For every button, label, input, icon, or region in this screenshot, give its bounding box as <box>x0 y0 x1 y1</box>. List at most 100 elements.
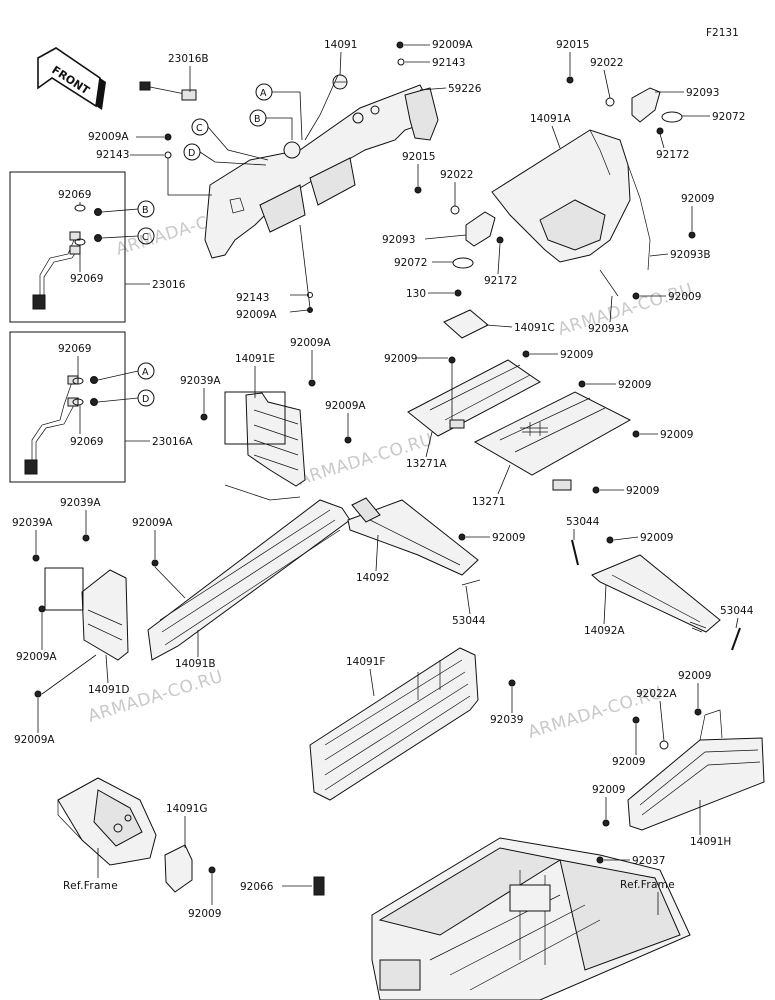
part-label: 92039 <box>490 714 523 726</box>
part-label: 92069 <box>58 189 91 201</box>
ref-frame-label: Ref.Frame <box>63 880 118 892</box>
part-label: 14092 <box>356 572 389 584</box>
part-label: 14091A <box>530 113 571 125</box>
part-label: 92037 <box>632 855 665 867</box>
part-label: 92039A <box>60 497 101 509</box>
part-label: 14091G <box>166 803 208 815</box>
callout-letter: B <box>254 114 261 125</box>
ref-frame-label: Ref.Frame <box>620 879 675 891</box>
bracket-mid-right: 92015 92022 92093 92072 92172 <box>382 151 517 287</box>
harness-box-23016: 92069 92069 B C <box>9 171 155 323</box>
cover-14091c: 130 14091C <box>406 288 555 339</box>
part-label: 14091F <box>346 656 385 668</box>
part-label: 92093B <box>670 249 711 261</box>
callout-letter: A <box>260 88 267 99</box>
part-label: 92172 <box>484 275 517 287</box>
part-label: 92015 <box>556 39 589 51</box>
plate-14092a: 53044 92009 14092A 53044 <box>566 516 754 651</box>
harness-box-23016a: 92069 92069 A D <box>9 331 155 483</box>
part-label: 53044 <box>720 605 754 617</box>
callout-letter: C <box>196 123 203 134</box>
dash-panel-14091 <box>204 74 439 259</box>
part-label: 92172 <box>656 149 689 161</box>
part-label: 92009 <box>492 532 525 544</box>
part-label: 92009A <box>16 651 57 663</box>
callout-a: A <box>255 83 303 141</box>
part-label: 92009A <box>290 337 331 349</box>
part-label: 92022 <box>440 169 473 181</box>
part-label: 92069 <box>58 343 91 355</box>
part-label: 92009A <box>14 734 55 746</box>
part-label: 14091C <box>514 322 555 334</box>
part-label: 92022A <box>636 688 677 700</box>
callout-letter: D <box>188 148 195 159</box>
part-label: 92143 <box>236 292 269 304</box>
part-label: 53044 <box>566 516 600 528</box>
callout-c: C <box>191 118 269 161</box>
rail-14091h: 92009 92022A 92009 92009 14091H <box>592 670 765 848</box>
part-label: 92009 <box>560 349 593 361</box>
floor-panel-13271a: 92009 92009 13271A <box>384 349 593 470</box>
part-label: 92009 <box>640 532 673 544</box>
rail-14091b: 92009A 14091B <box>132 499 351 670</box>
part-label: 53044 <box>452 615 486 627</box>
part-label: 92009 <box>678 670 711 682</box>
callout-letter: B <box>142 205 149 216</box>
callout-b: B <box>249 109 293 140</box>
part-label: 92015 <box>402 151 435 163</box>
part-label: 23016 <box>152 279 186 291</box>
figure-code: F2131 <box>706 27 739 39</box>
part-label: 92009 <box>660 429 693 441</box>
bracket-upper-right: 92015 92022 92093 92072 92172 <box>556 39 745 161</box>
part-label: 92039A <box>12 517 53 529</box>
callout-letter: D <box>142 394 149 405</box>
part-label: 92093A <box>588 323 629 335</box>
part-label: 14091H <box>690 836 731 848</box>
callout-d: D <box>183 143 267 166</box>
part-label: 23016A <box>152 436 193 448</box>
part-label: 92009A <box>432 39 473 51</box>
part-label: 92009A <box>236 309 277 321</box>
part-label: 92039A <box>180 375 221 387</box>
part-label: 14091E <box>235 353 275 365</box>
part-label: 92022 <box>590 57 623 69</box>
part-label: 92072 <box>712 111 745 123</box>
part-label: 14092A <box>584 625 625 637</box>
part-label: 14091D <box>88 684 130 696</box>
frame-section-left: Ref.Frame <box>57 777 157 892</box>
part-label: 92069 <box>70 436 103 448</box>
part-label: 59226 <box>448 83 482 95</box>
part-label: 92143 <box>432 57 465 69</box>
frame-main: 92037 92066 Ref.Frame <box>240 837 691 1000</box>
rail-14091f: 14091F 92039 <box>309 647 523 801</box>
glove-box-14091a: 14091A <box>491 113 651 297</box>
part-label: 92009 <box>612 756 645 768</box>
part-label: 92009 <box>592 784 625 796</box>
watermark: ARMADA-CO.RU <box>86 667 226 727</box>
part-label: 92009 <box>681 193 714 205</box>
part-label: 92009A <box>132 517 173 529</box>
cover-14091e: 14091E 92009A 92039A 92009A <box>180 337 366 501</box>
part-label: 92093 <box>382 234 415 246</box>
part-label: 92009A <box>325 400 366 412</box>
harness-23016b <box>139 81 197 101</box>
part-label: 14091 <box>324 39 357 51</box>
part-label: 92009 <box>626 485 659 497</box>
part-label: 92009 <box>668 291 701 303</box>
part-label: 13271 <box>472 496 505 508</box>
part-label: 92143 <box>96 149 129 161</box>
bracket-14091g: 14091G 92009 <box>164 803 221 920</box>
bracket-14091d: 92039A 92039A 92009A 14091D 92009A <box>12 497 130 746</box>
part-label: 14091B <box>175 658 216 670</box>
part-label: 130 <box>406 288 426 300</box>
part-label: 23016B <box>168 53 209 65</box>
plate-14092: 92009 14092 53044 <box>347 497 525 627</box>
part-label: 92009 <box>188 908 221 920</box>
part-label: 13271A <box>406 458 447 470</box>
part-label: 92009 <box>384 353 417 365</box>
callout-letter: A <box>142 367 149 378</box>
part-label: 92069 <box>70 273 103 285</box>
part-label: 92066 <box>240 881 274 893</box>
part-label: 92093 <box>686 87 719 99</box>
part-label: 92009A <box>88 131 129 143</box>
